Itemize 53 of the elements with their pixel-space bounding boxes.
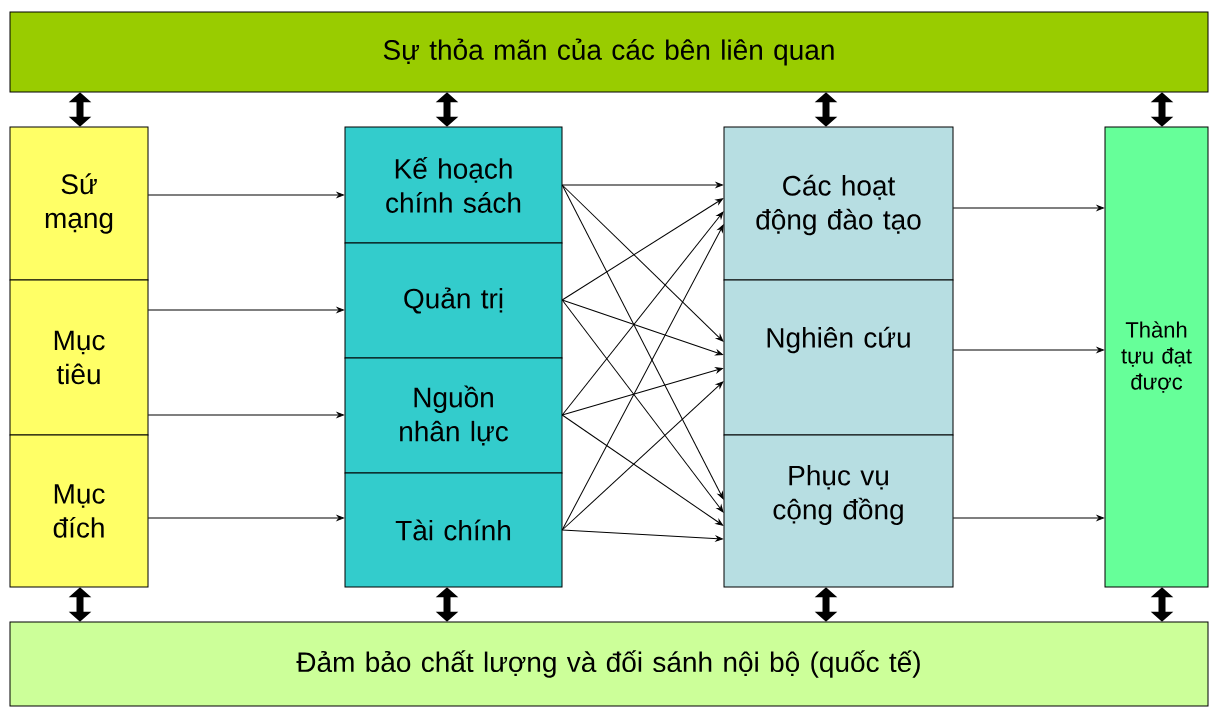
arrow [952, 347, 1104, 353]
arrow [561, 224, 724, 531]
process-box [1104, 126, 1209, 588]
process-box [9, 126, 149, 281]
arrow [561, 182, 723, 188]
arrow [561, 211, 724, 416]
arrow [952, 205, 1104, 211]
node-label: Các hoạt động đào tạo [756, 174, 921, 236]
arrow [561, 367, 723, 416]
band-box [9, 11, 1209, 93]
arrow [561, 184, 724, 342]
arrow [147, 412, 344, 418]
double-arrow [1150, 92, 1174, 127]
node-label: Nguồn nhân lực [400, 385, 509, 446]
process-box [344, 357, 563, 474]
process-box [9, 434, 149, 588]
node-label: Nghiên cứu [767, 326, 910, 354]
arrow [561, 414, 724, 526]
node-label: Đảm bảo chất lượng và đối sánh nội bộ (quốc tế) [296, 650, 920, 678]
process-box [723, 279, 954, 436]
node-label: Kế hoạch chính sách [386, 157, 521, 213]
arrow [952, 515, 1104, 521]
arrow [561, 529, 723, 542]
node-label: Thành tựu đạt được [1121, 321, 1192, 393]
double-arrow [814, 92, 838, 127]
arrow [147, 515, 344, 521]
node-label: Sứ mạng [45, 173, 113, 234]
arrow [561, 198, 724, 301]
band-box [9, 621, 1209, 707]
node-label: Mục tiêu [54, 330, 105, 385]
node-label: Phục vụ cộng đồng [773, 464, 903, 526]
node-label: Mục đích [53, 484, 105, 538]
arrow [147, 307, 344, 313]
process-box [9, 279, 149, 436]
node-label: Quản trị [404, 287, 503, 314]
node-label: Sự thỏa mãn của các bên liên quan [383, 38, 834, 66]
arrow [147, 192, 344, 198]
process-box [723, 126, 954, 281]
process-box [723, 434, 954, 588]
arrow [561, 299, 724, 513]
process-box [344, 472, 563, 588]
double-arrow [814, 587, 838, 622]
arrow [561, 299, 723, 356]
process-box [344, 242, 563, 359]
double-arrow [435, 587, 459, 622]
double-arrow [1150, 587, 1174, 622]
process-box [344, 126, 563, 244]
double-arrow [68, 92, 92, 127]
double-arrow [68, 587, 92, 622]
node-label: Tài chính [395, 519, 511, 541]
arrow [561, 381, 724, 531]
double-arrow [435, 92, 459, 127]
arrow [561, 184, 724, 500]
